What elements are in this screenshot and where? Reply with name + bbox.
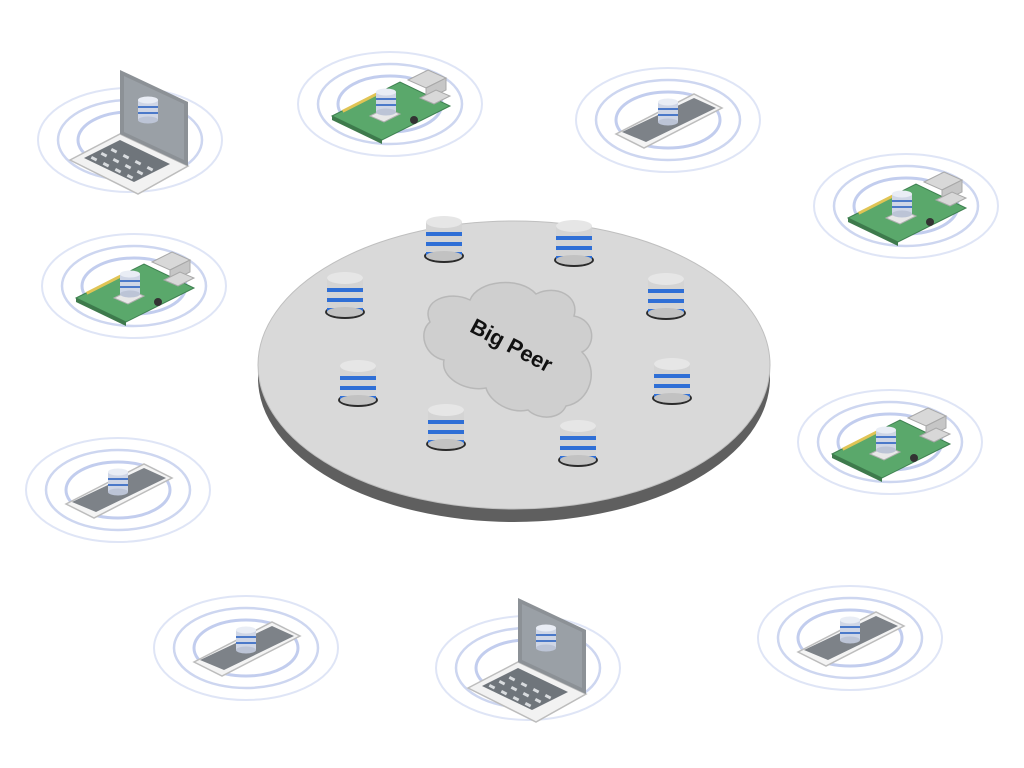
smartphone-icon [576, 68, 760, 172]
database-icon [554, 220, 594, 267]
database-icon [652, 358, 692, 405]
database-icon [646, 273, 686, 320]
smartphone-icon [26, 438, 210, 542]
cloud-icon [423, 281, 593, 418]
database-icon [558, 420, 598, 467]
laptop-icon [38, 70, 222, 194]
database-icon [338, 360, 378, 407]
smartphone-icon [758, 586, 942, 690]
single-board-computer-icon [798, 390, 982, 494]
single-board-computer-icon [42, 234, 226, 338]
database-icon [424, 216, 464, 263]
database-icon [325, 272, 365, 319]
big-peer-cloud: Big Peer [423, 281, 593, 418]
smartphone-icon [154, 596, 338, 700]
database-icon [426, 404, 466, 451]
single-board-computer-icon [814, 154, 998, 258]
laptop-icon [436, 598, 620, 722]
single-board-computer-icon [298, 52, 482, 156]
